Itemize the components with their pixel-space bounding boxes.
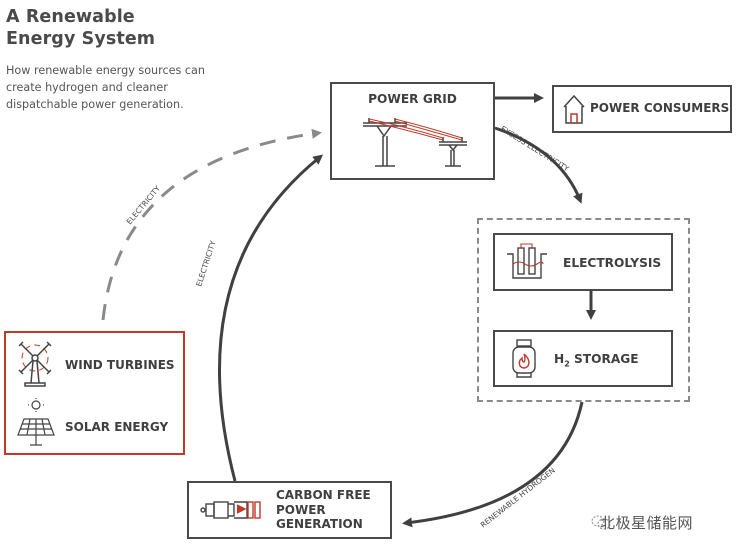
power-consumers-label: POWER CONSUMERS: [590, 101, 730, 115]
electrolyzer-icon: [507, 243, 547, 279]
label-electricity-solid: ELECTRICITY: [194, 239, 217, 287]
node-carbon-free-power-generation: CARBON FREE POWER GENERATION: [187, 481, 392, 539]
node-renewable-sources: WIND TURBINES SOLAR ENERGY: [4, 331, 185, 455]
wechat-logo-icon: [591, 515, 611, 530]
arrow-excess-electricity: [494, 126, 583, 204]
arrow-renewable-hydrogen: [402, 401, 584, 528]
gas-cylinder-flame-icon: [512, 339, 536, 378]
diagram-subtitle: How renewable energy sources can create …: [6, 64, 205, 111]
power-grid-label: POWER GRID: [368, 92, 457, 106]
power-line-pylons-icon: [363, 118, 467, 167]
hydrogen-production-group: [477, 218, 690, 402]
solar-panel-icon: [17, 398, 55, 446]
electrolysis-label: ELECTROLYSIS: [563, 256, 662, 270]
title-line-2: Energy System: [6, 29, 156, 49]
house-icon: [563, 94, 585, 124]
node-h2-storage: H2 STORAGE: [493, 330, 673, 387]
node-power-consumers: POWER CONSUMERS: [552, 85, 732, 133]
wind-turbines-label: WIND TURBINES: [65, 358, 175, 372]
wind-turbine-icon: [18, 341, 52, 387]
node-electrolysis: ELECTROLYSIS: [493, 233, 673, 291]
title-line-1: A Renewable: [6, 7, 135, 27]
label-electricity-dashed: ELECTRICITY: [125, 184, 163, 226]
arrow-carbon-to-grid: [218, 154, 324, 482]
diagram-title: A Renewable Energy System: [6, 6, 155, 50]
label-renewable-hydrogen: RENEWABLE HYDROGEN: [479, 466, 557, 530]
solar-energy-label: SOLAR ENERGY: [65, 420, 169, 434]
watermark-text: 北极星储能网: [600, 514, 694, 532]
arrow-sources-to-grid: [101, 128, 322, 321]
h2-storage-label: H2 STORAGE: [554, 352, 639, 369]
carbon-free-label: CARBON FREE POWER GENERATION: [276, 488, 371, 531]
node-power-grid: POWER GRID: [330, 82, 495, 180]
turbine-engine-icon: [200, 501, 261, 519]
